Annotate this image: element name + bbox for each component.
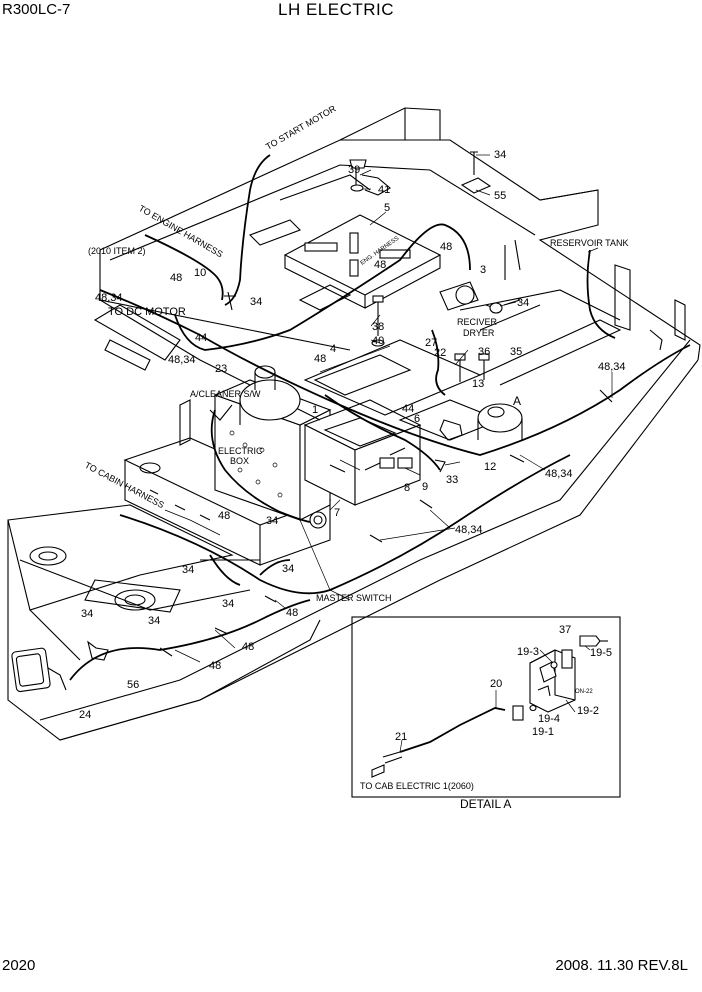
callout-48: 48 (218, 510, 230, 522)
callout-33: 33 (446, 474, 458, 486)
note-a-cleaner: A/CLEANER S/W (190, 389, 261, 399)
callout-27: 27 (425, 337, 437, 349)
callout-48-34: 48,34 (598, 361, 626, 373)
callout-41: 41 (378, 184, 390, 196)
callout-7: 7 (334, 507, 340, 519)
callout-5: 5 (384, 202, 390, 214)
leader-lines (164, 154, 613, 663)
note-to-start-motor: TO START MOTOR (264, 103, 338, 151)
detail-callout-37: 37 (559, 624, 571, 636)
callout-24: 24 (79, 709, 91, 721)
callout-10: 10 (194, 267, 206, 279)
note-electric: ELECTRIC (218, 446, 263, 456)
detail-callout-19-3: 19-3 (517, 646, 539, 658)
callout-48-34: 48,34 (95, 292, 123, 304)
detail-callout-21: 21 (395, 731, 407, 743)
callout-48-34: 48,34 (545, 468, 573, 480)
detail-callout-19-1: 19-1 (532, 726, 554, 738)
wire-harnesses (69, 154, 691, 681)
callout-56: 56 (127, 679, 139, 691)
lower-frame (7, 339, 699, 741)
note-master-switch: MASTER SWITCH (316, 593, 392, 603)
callout-35: 35 (510, 346, 522, 358)
callout-9: 9 (422, 481, 428, 493)
callout-48-34: 48,34 (455, 524, 483, 536)
callout-34: 34 (282, 563, 294, 575)
page-title: LH ELECTRIC (278, 0, 395, 19)
callout-48-34: 48,34 (168, 354, 196, 366)
detail-callout-20: 20 (490, 678, 502, 690)
model-code: R300LC-7 (2, 1, 71, 18)
callout-48: 48 (170, 272, 182, 284)
callout-34: 34 (182, 564, 194, 576)
callout-12: 12 (484, 461, 496, 473)
callout-34: 34 (148, 615, 160, 627)
callout-34: 34 (81, 608, 93, 620)
detail-a-frame (351, 616, 621, 798)
callout-34: 34 (517, 297, 529, 309)
callout-48: 48 (242, 641, 254, 653)
callout-40: 40 (372, 335, 384, 347)
page-number: 2020 (2, 957, 36, 974)
callout-39: 39 (348, 164, 360, 176)
callout-23: 23 (215, 363, 227, 375)
detail-callout-19-2: 19-2 (577, 705, 599, 717)
callout-1: 1 (312, 404, 318, 416)
detail-on22: ON-22 (575, 689, 593, 695)
callout-34: 34 (250, 296, 262, 308)
revision-date: 2008. 11.30 REV.8L (555, 957, 688, 974)
callout-44: 44 (402, 403, 414, 415)
callout-6: 6 (414, 413, 420, 425)
callout-48: 48 (440, 241, 452, 253)
note-reciver: RECIVER (457, 317, 498, 327)
callout-48: 48 (314, 353, 326, 365)
detail-a: 37 19-3 19-5 ON-22 20 19-2 19-4 19-1 21 … (351, 616, 621, 811)
note-to-engine-harness: TO ENGINE HARNESS (137, 203, 225, 259)
note-2010-item: (2010 ITEM 2) (88, 246, 146, 256)
callout-44: 44 (195, 332, 207, 344)
note-to-cabin-harness: TO CABIN HARNESS (83, 460, 166, 510)
upper-frame (93, 107, 701, 543)
note-to-dc-motor: TO DC MOTOR (108, 306, 186, 318)
callout-34: 34 (494, 149, 506, 161)
callout-4: 4 (330, 343, 336, 355)
note-reservoir-tank: RESERVOIR TANK (550, 238, 629, 248)
note-dryer: DRYER (463, 328, 495, 338)
callout-3: 3 (480, 264, 486, 276)
callout-36: 36 (478, 346, 490, 358)
detail-ref-a: A (513, 394, 521, 408)
detail-title: DETAIL A (460, 797, 511, 811)
callout-34: 34 (266, 515, 278, 527)
callout-48: 48 (374, 259, 386, 271)
callout-48: 48 (286, 607, 298, 619)
callout-8: 8 (404, 482, 410, 494)
detail-callout-19-5: 19-5 (590, 647, 612, 659)
callout-48: 48 (209, 660, 221, 672)
callout-22: 22 (434, 347, 446, 359)
note-box: BOX (230, 456, 249, 466)
callout-13: 13 (472, 378, 484, 390)
callout-34: 34 (222, 598, 234, 610)
callout-numbers: 39 41 5 34 55 48 48 3 10 48 48,34 34 34 … (79, 149, 626, 721)
detail-to-cab-note: TO CAB ELECTRIC 1(2060) (360, 781, 474, 791)
callout-55: 55 (494, 190, 506, 202)
callout-38: 38 (372, 321, 384, 333)
detail-callout-19-4: 19-4 (538, 713, 560, 725)
